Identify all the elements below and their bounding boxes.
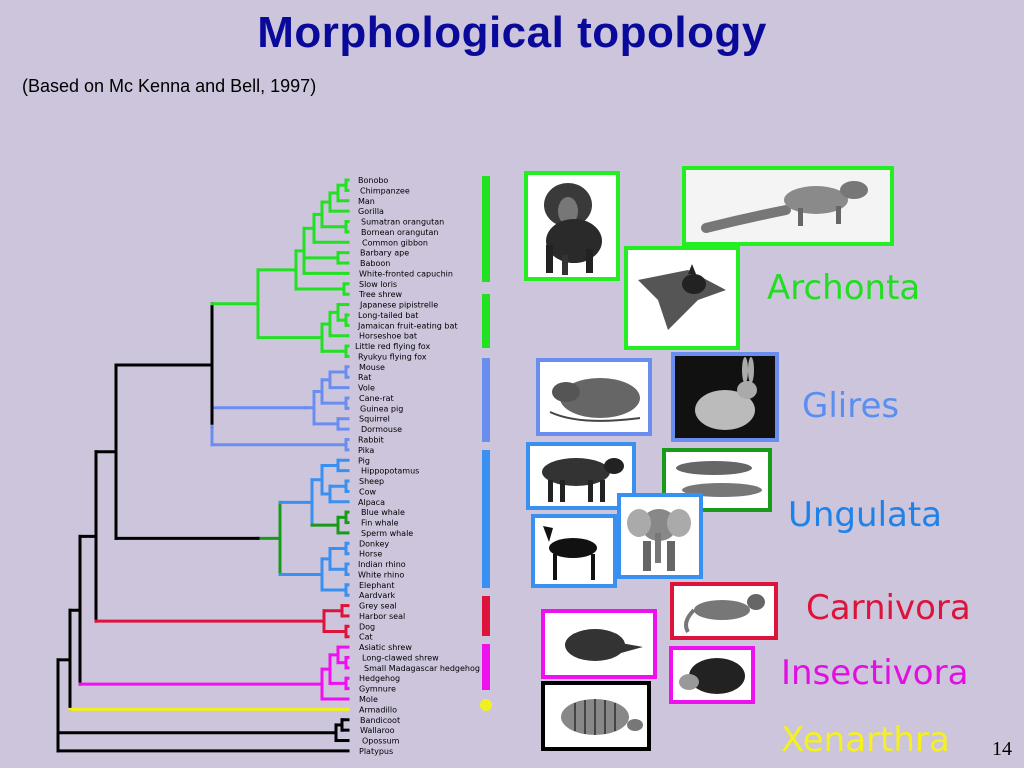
leaf-label: Gymnure xyxy=(359,685,396,694)
tree-shrew-picture xyxy=(682,166,894,246)
page-number: 14 xyxy=(992,738,1012,760)
leaf-label: Common gibbon xyxy=(362,238,428,247)
leaf-label: Long-clawed shrew xyxy=(362,653,439,662)
leaf-label: Armadillo xyxy=(359,705,397,714)
leaf-label: Slow loris xyxy=(359,280,397,289)
leaf-label: Japanese pipistrelle xyxy=(359,301,438,310)
leaf-label: Alpaca xyxy=(358,498,385,507)
leaf-label: Hedgehog xyxy=(359,674,400,683)
leaf-label: Small Madagascar hedgehog xyxy=(364,664,480,673)
group-label-glires: Glires xyxy=(802,386,900,426)
leaf-label: Fin whale xyxy=(361,519,399,528)
leaf-label: Sperm whale xyxy=(361,529,413,538)
leaf-label: Pika xyxy=(358,446,374,455)
leaf-label: Elephant xyxy=(359,581,394,590)
leaf-label: Rat xyxy=(358,373,371,382)
leaf-label: Vole xyxy=(358,384,375,393)
shrew-icon xyxy=(565,629,643,661)
cow-icon xyxy=(542,458,624,502)
leaf-label: Jamaican fruit-eating bat xyxy=(357,321,458,330)
hedgehog-picture xyxy=(669,646,755,704)
archonta-bar-2 xyxy=(482,294,490,348)
leaf-label: Cow xyxy=(359,487,376,496)
baboon-icon xyxy=(544,183,602,275)
leaf-label: Mouse xyxy=(359,363,385,372)
armadillo-icon xyxy=(561,699,643,735)
slide-title: Morphological topology xyxy=(257,8,767,57)
rat-picture xyxy=(536,358,652,436)
leaf-label: Mole xyxy=(359,695,378,704)
rabbit-picture xyxy=(671,352,779,442)
leaf-label: Horseshoe bat xyxy=(359,332,417,341)
leaf-label: Donkey xyxy=(359,539,389,548)
leaf-label: White rhino xyxy=(358,570,404,579)
leaf-label: Aardvark xyxy=(359,591,396,600)
rabbit-icon xyxy=(675,356,775,438)
glires-bar xyxy=(482,358,490,442)
leaf-label: Indian rhino xyxy=(358,560,406,569)
leaf-label: Long-tailed bat xyxy=(358,311,418,320)
leaf-label: Squirrel xyxy=(359,415,390,424)
cat-picture xyxy=(670,582,778,640)
elephant-picture xyxy=(617,493,703,579)
insectivora-bar xyxy=(482,644,490,690)
leaf-label: Harbor seal xyxy=(359,612,405,621)
leaf-label: Sumatran orangutan xyxy=(361,218,444,227)
leaf-label: Dormouse xyxy=(361,425,402,434)
tree-shrew-icon xyxy=(686,170,890,242)
hedgehog-icon xyxy=(679,658,745,694)
leaf-label: Chimpanzee xyxy=(360,186,410,195)
ungulata-bar xyxy=(482,450,490,588)
group-label-insectivora: Insectivora xyxy=(781,653,969,693)
leaf-label: Bonobo xyxy=(358,176,388,185)
elephant-icon xyxy=(627,509,691,571)
leaf-label: Grey seal xyxy=(359,602,397,611)
group-label-carnivora: Carnivora xyxy=(806,588,971,628)
armadillo-picture xyxy=(541,681,651,751)
leaf-label: Dog xyxy=(359,622,375,631)
leaf-label: Rabbit xyxy=(358,436,384,445)
leaf-label: Horse xyxy=(359,550,382,559)
leaf-label: Cane-rat xyxy=(359,394,394,403)
xenarthra-dot xyxy=(480,699,492,711)
horse-picture xyxy=(531,514,617,588)
horse-icon xyxy=(543,526,597,580)
leaf-label: Man xyxy=(358,197,375,206)
archonta-bar-1 xyxy=(482,176,490,282)
leaf-label: Guinea pig xyxy=(360,404,403,413)
leaf-label: Wallaroo xyxy=(360,726,395,735)
leaf-label: Bandicoot xyxy=(360,716,400,725)
leaf-label: Blue whale xyxy=(361,508,405,517)
leaf-label: Pig xyxy=(358,456,370,465)
slide-subtitle: (Based on Mc Kenna and Bell, 1997) xyxy=(22,76,317,96)
leaf-label: Barbary ape xyxy=(360,249,409,258)
group-label-xenarthra: Xenarthra xyxy=(781,720,950,760)
leaf-label: Baboon xyxy=(360,259,390,268)
leaf-label: Ryukyu flying fox xyxy=(358,352,427,361)
leaf-label: Platypus xyxy=(359,747,393,756)
bat-picture xyxy=(624,246,740,350)
group-label-archonta: Archonta xyxy=(767,268,921,308)
leaf-label: Little red flying fox xyxy=(355,342,430,351)
cat-icon xyxy=(684,594,765,634)
leaf-label: Hippopotamus xyxy=(361,467,419,476)
leaf-label: Opossum xyxy=(362,737,400,746)
leaf-label: Cat xyxy=(359,633,373,642)
leaf-label: Tree shrew xyxy=(358,290,402,299)
baboon-picture xyxy=(524,171,620,281)
rat-icon xyxy=(549,378,641,422)
leaf-label: White-fronted capuchin xyxy=(359,269,453,278)
carnivora-bar xyxy=(482,596,490,636)
group-label-ungulata: Ungulata xyxy=(788,495,943,535)
leaf-label: Asiatic shrew xyxy=(359,643,412,652)
bat-icon xyxy=(638,264,726,330)
shrew-picture xyxy=(541,609,657,679)
leaf-label: Bornean orangutan xyxy=(361,228,438,237)
leaf-label: Gorilla xyxy=(358,207,384,216)
leaf-label: Sheep xyxy=(359,477,384,486)
